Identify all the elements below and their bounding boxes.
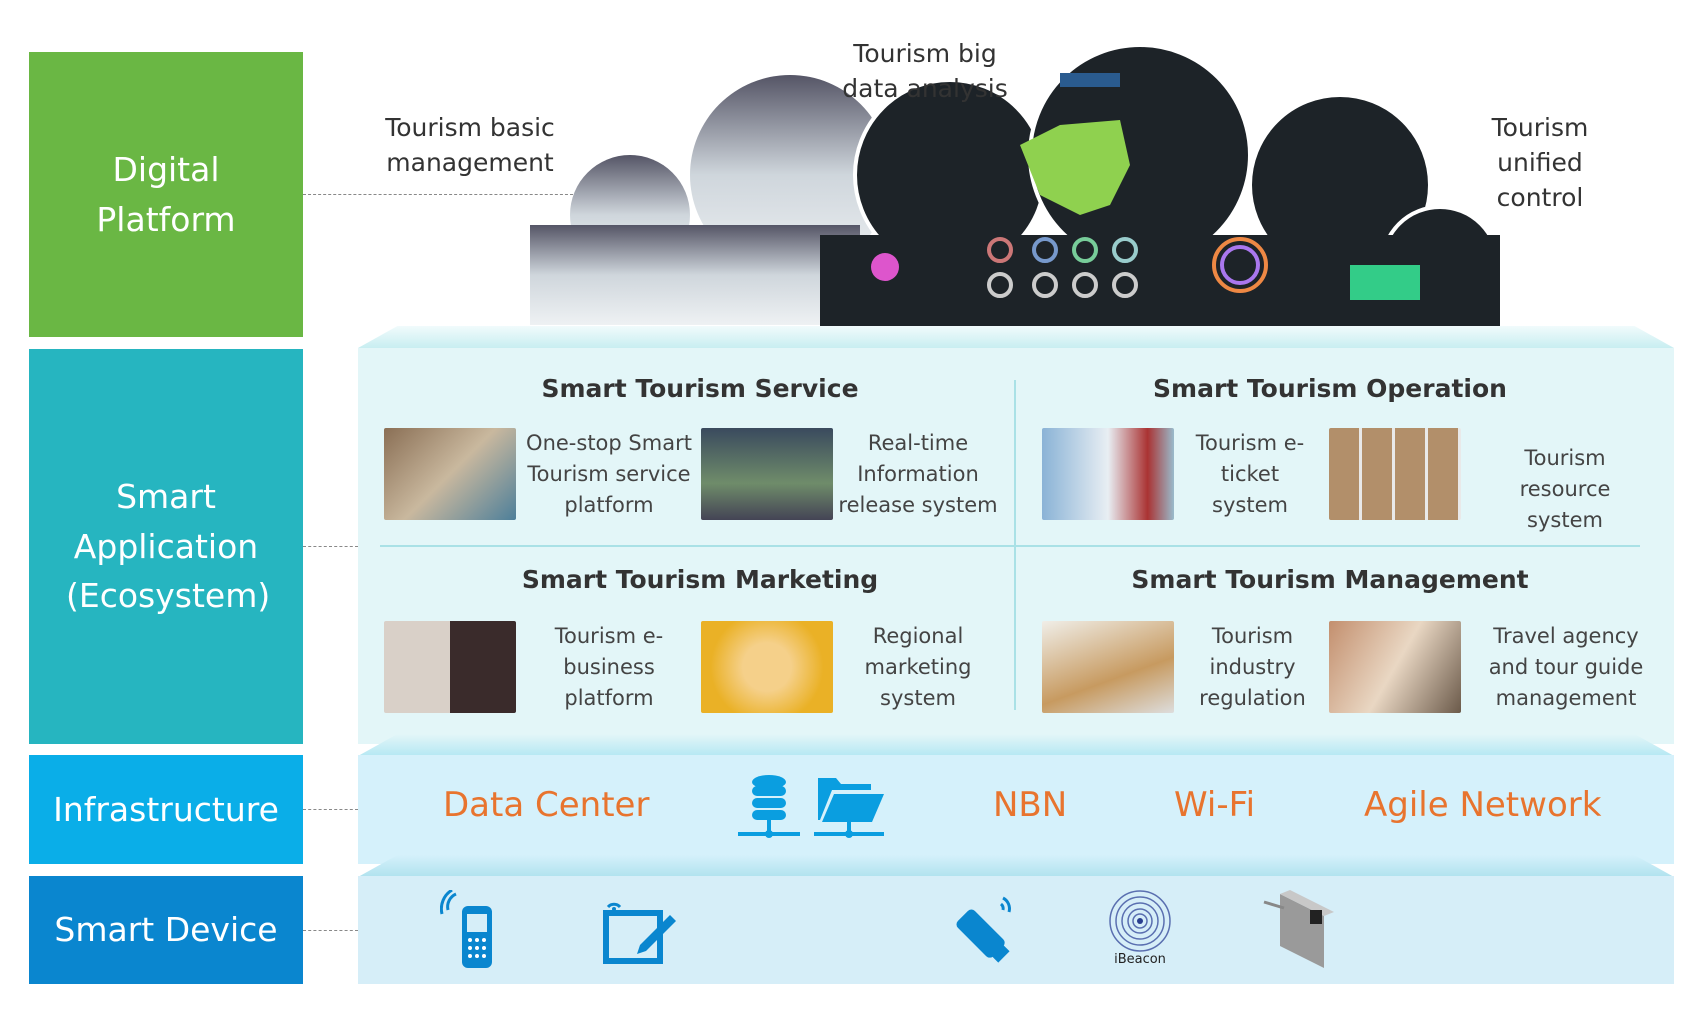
caption-unified-control: Tourism unified control [1491, 113, 1589, 212]
layer-smart-application: Smart Application (Ecosystem) [29, 349, 303, 744]
connector-line [303, 194, 573, 195]
thumbnail-image [701, 621, 833, 713]
divider [380, 545, 1640, 547]
caption-big-data: Tourism big data analysis [842, 39, 1008, 103]
network-folder-icon [814, 778, 884, 838]
connector-line [303, 546, 358, 547]
thumbnail-image [701, 428, 833, 520]
thumbnail-image [384, 621, 516, 713]
layer-top-edge [358, 855, 1674, 877]
layer-label: Digital Platform [96, 150, 236, 239]
item-label: Tourism e-ticket system [1195, 431, 1305, 517]
layer-digital-platform: Digital Platform [29, 52, 303, 337]
infra-nbn: NBN [993, 785, 1068, 825]
ibeacon-label: iBeacon [1114, 952, 1166, 967]
usb-dongle-icon [956, 896, 1011, 963]
infrastructure-panel [358, 755, 1674, 864]
device-panel [358, 876, 1674, 984]
layer-label: Smart Application (Ecosystem) [66, 477, 271, 616]
database-server-icon [738, 775, 800, 838]
layer-smart-device: Smart Device [29, 876, 303, 984]
section-title: Smart Tourism Marketing [521, 565, 879, 594]
layer-label: Smart Device [54, 910, 278, 950]
ibeacon-icon [1109, 890, 1171, 952]
layer-label: Infrastructure [53, 789, 279, 829]
item-label: Real-time Information release system [838, 431, 998, 517]
mobile-phone-icon [440, 890, 492, 968]
layer-top-edge [358, 326, 1674, 348]
thumbnail-image [1042, 428, 1174, 520]
item-label: Regional marketing system [864, 624, 972, 710]
item-label: Tourism industry regulation [1199, 624, 1306, 710]
layer-top-edge [358, 734, 1674, 756]
section-title: Smart Tourism Operation [1153, 374, 1507, 403]
thumbnail-image [384, 428, 516, 520]
thumbnail-image [1042, 621, 1174, 713]
infra-data-center: Data Center [443, 785, 650, 825]
item-label: Travel agency and tour guide management [1488, 624, 1644, 710]
infra-wifi: Wi-Fi [1174, 785, 1256, 825]
section-title: Smart Tourism Management [1131, 565, 1529, 594]
turnstile-gate-icon [1263, 890, 1334, 968]
item-label: Tourism resource system [1519, 446, 1611, 532]
item-label: One-stop Smart Tourism service platform [526, 431, 692, 517]
tablet-pen-icon [603, 902, 676, 964]
connector-line [303, 930, 358, 931]
layer-infrastructure: Infrastructure [29, 755, 303, 864]
connector-line [303, 809, 358, 810]
thumbnail-image [1329, 621, 1461, 713]
item-label: Tourism e-business platform [554, 624, 664, 710]
caption-basic-management: Tourism basic management [385, 113, 555, 177]
thumbnail-image [1329, 428, 1461, 520]
infra-agile-network: Agile Network [1364, 785, 1602, 825]
cloud-dashboard-image [530, 45, 1500, 327]
section-title: Smart Tourism Service [541, 374, 859, 403]
